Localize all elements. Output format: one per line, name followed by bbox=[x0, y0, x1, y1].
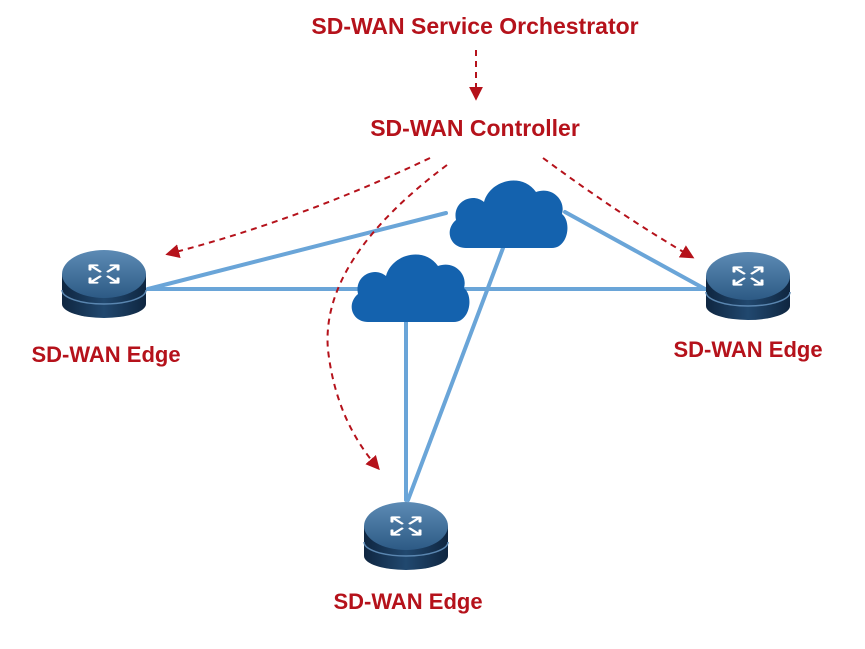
edge-label-left: SD-WAN Edge bbox=[31, 342, 180, 367]
link-cloud-top-to-right-edge bbox=[563, 210, 707, 291]
cloud-icon bbox=[449, 180, 568, 248]
controller-to-left-edge-arrow bbox=[165, 157, 431, 258]
link-cloud-top-to-bottom-edge bbox=[406, 246, 505, 502]
edge-label-right: SD-WAN Edge bbox=[673, 337, 822, 362]
controller-label: SD-WAN Controller bbox=[370, 115, 580, 141]
controller-to-bottom-edge-arrow bbox=[326, 164, 448, 471]
edge-label-bottom: SD-WAN Edge bbox=[333, 589, 482, 614]
cloud-icon bbox=[351, 254, 470, 322]
control-paths bbox=[165, 157, 695, 471]
link-left-edge-to-cloud-top bbox=[146, 211, 448, 291]
wan-links bbox=[146, 210, 707, 502]
router-icon bbox=[705, 252, 791, 320]
router-icon bbox=[61, 250, 147, 318]
controller-to-right-edge-arrow bbox=[542, 157, 695, 259]
orchestrator-label: SD-WAN Service Orchestrator bbox=[311, 13, 638, 39]
router-icon bbox=[363, 502, 449, 570]
